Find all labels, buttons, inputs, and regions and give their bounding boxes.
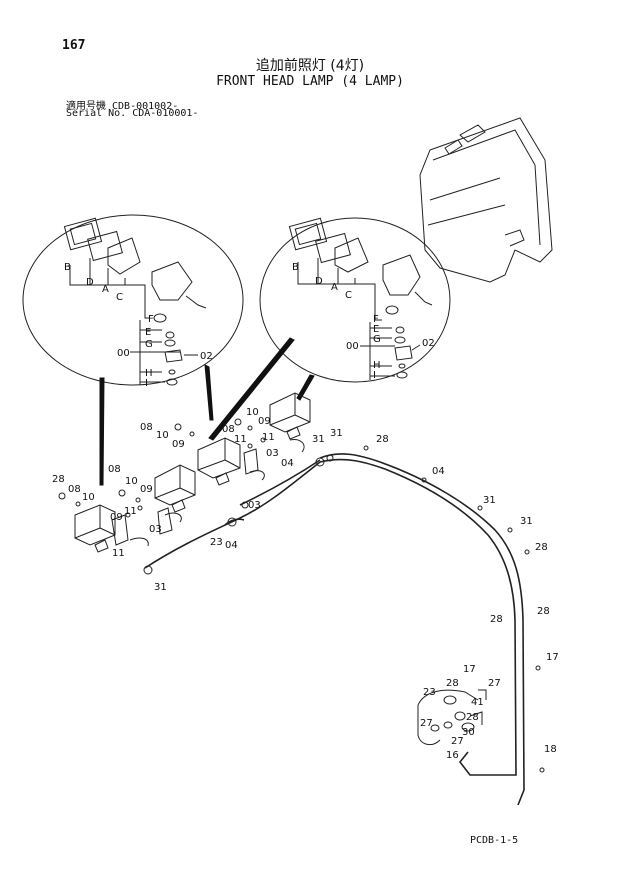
callout: 11 xyxy=(262,432,275,443)
callout: 03 xyxy=(248,500,261,511)
callout: 28 xyxy=(535,542,548,553)
detail-leaders xyxy=(99,337,315,486)
label-02-right: 02 xyxy=(422,338,435,349)
label-F-right: F xyxy=(373,314,379,325)
serial-range-line-2: Serial No. CDA-010001- xyxy=(66,108,199,119)
callout: 08 xyxy=(140,422,153,433)
label-02-left: 02 xyxy=(200,351,213,362)
callout: 11 xyxy=(234,434,247,445)
clamps xyxy=(143,445,545,773)
label-A-right: A xyxy=(331,282,338,293)
label-A-left: A xyxy=(102,284,109,295)
callout: 23 xyxy=(423,687,436,698)
callout: 28 xyxy=(52,474,65,485)
label-E-right: E xyxy=(373,324,379,335)
detail-left-labels: B D A C F E 00 G 02 H I xyxy=(64,262,213,389)
fasteners xyxy=(58,418,266,518)
callout: 28 xyxy=(446,678,459,689)
detail-right-parts xyxy=(288,217,433,380)
label-G-left: G xyxy=(145,339,153,350)
part-callouts: 08 10 09 08 10 11 09 11 03 04 31 31 28 0… xyxy=(52,407,559,761)
serial-range-line-1: 適用号機 CDB-001002- xyxy=(66,101,179,112)
callout: 27 xyxy=(488,678,501,689)
wire-harness xyxy=(144,453,525,806)
callout: 10 xyxy=(125,476,138,487)
label-E-left: E xyxy=(145,327,151,338)
detail-bubble-left xyxy=(22,214,244,386)
label-00-right: 00 xyxy=(346,341,359,352)
callout: 10 xyxy=(82,492,95,503)
label-H-left: H xyxy=(145,368,153,379)
lamp-assembly-3 xyxy=(197,437,265,486)
label-00-left: 00 xyxy=(117,348,130,359)
callout: 41 xyxy=(471,697,484,708)
callout: 09 xyxy=(258,416,271,427)
title-english: FRONT HEAD LAMP (4 LAMP) xyxy=(216,74,404,89)
label-D-right: D xyxy=(315,276,323,287)
detail-left-parts xyxy=(63,217,207,386)
callout: 27 xyxy=(451,736,464,747)
label-B-right: B xyxy=(292,262,299,273)
callout: 28 xyxy=(466,712,479,723)
callout: 04 xyxy=(225,540,238,551)
label-D-left: D xyxy=(86,277,94,288)
callout: 31 xyxy=(520,516,533,527)
callout: 17 xyxy=(546,652,559,663)
label-B-left: B xyxy=(64,262,71,273)
callout: 17 xyxy=(463,664,476,675)
callout: 31 xyxy=(330,428,343,439)
drawing-code: PCDB-1-5 xyxy=(470,835,519,846)
callout: 16 xyxy=(446,750,459,761)
lamp-assembly-1 xyxy=(74,504,149,553)
callout: 11 xyxy=(124,506,137,517)
callout: 23 xyxy=(210,537,223,548)
callout: 09 xyxy=(110,512,123,523)
callout: 09 xyxy=(172,439,185,450)
callout: 08 xyxy=(222,424,235,435)
label-C-right: C xyxy=(345,290,352,301)
callout: 03 xyxy=(266,448,279,459)
callout: 11 xyxy=(112,548,125,559)
cab-outline xyxy=(419,117,553,283)
callout: 31 xyxy=(483,495,496,506)
detail-bubble-right xyxy=(259,217,451,383)
callout: 28 xyxy=(376,434,389,445)
connector-group xyxy=(417,689,487,746)
label-H-right: H xyxy=(373,360,381,371)
label-C-left: C xyxy=(116,292,123,303)
callout: 18 xyxy=(544,744,557,755)
label-I-left: I xyxy=(145,378,148,389)
callout: 28 xyxy=(537,606,550,617)
callout: 10 xyxy=(156,430,169,441)
lamp-assembly-2 xyxy=(154,464,196,535)
callout: 03 xyxy=(149,524,162,535)
callout: 04 xyxy=(432,466,445,477)
callout: 09 xyxy=(140,484,153,495)
callout: 08 xyxy=(108,464,121,475)
callout: 08 xyxy=(68,484,81,495)
callout: 30 xyxy=(462,727,475,738)
callout: 10 xyxy=(246,407,259,418)
label-F-left: F xyxy=(148,314,154,325)
page-number: 167 xyxy=(62,38,86,53)
label-G-right: G xyxy=(373,334,381,345)
lamp-assembly-4 xyxy=(269,392,311,453)
callout: 04 xyxy=(281,458,294,469)
callout: 27 xyxy=(420,718,433,729)
callout: 31 xyxy=(154,582,167,593)
label-I-right: I xyxy=(373,370,376,381)
title-japanese: 追加前照灯 (4灯) xyxy=(255,58,365,74)
detail-right-labels: B D A C F E G 00 02 H I xyxy=(292,262,435,381)
callout: 31 xyxy=(312,434,325,445)
callout: 28 xyxy=(490,614,503,625)
